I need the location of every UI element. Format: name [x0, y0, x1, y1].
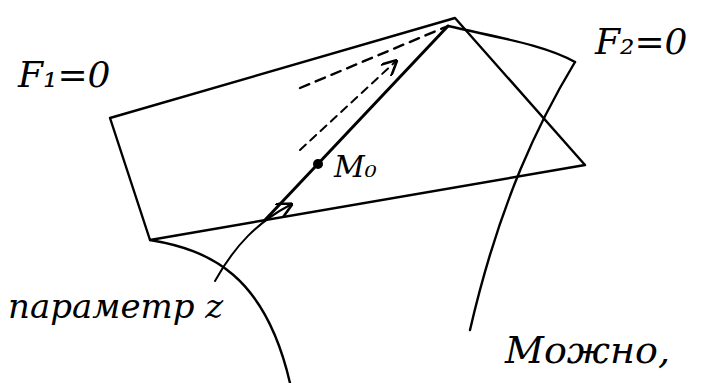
- parameter-label: параметр z: [8, 288, 223, 325]
- parameter-arrow: [215, 205, 290, 281]
- note-text: Можно,: [505, 330, 670, 372]
- point-dot: [313, 159, 323, 169]
- direction-arrow: [300, 62, 395, 150]
- plane-outline: [110, 18, 585, 240]
- intersection-line: [265, 26, 448, 220]
- surface-right-edge: [470, 62, 575, 330]
- surface-top-edge: [448, 26, 575, 62]
- point-label: M₀: [334, 150, 377, 183]
- surface-hidden-edge: [300, 26, 448, 88]
- surface-equation: F₁=0: [18, 55, 110, 95]
- surface-equation: F₂=0: [595, 22, 687, 62]
